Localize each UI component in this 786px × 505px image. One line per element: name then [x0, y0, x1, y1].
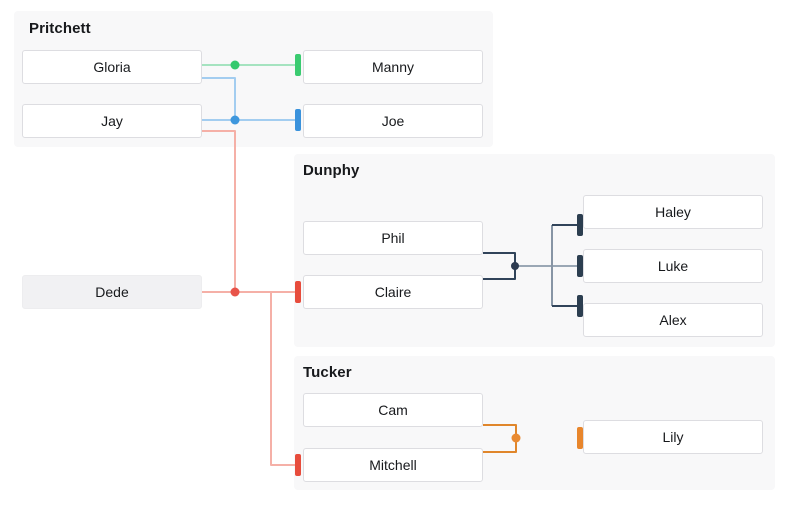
person-label: Cam	[378, 402, 408, 418]
union-dot-jay-dede	[230, 287, 240, 297]
edge-jay-dede-bracket	[202, 130, 236, 292]
person-node-joe[interactable]: Joe	[303, 104, 483, 138]
person-node-cam[interactable]: Cam	[303, 393, 483, 427]
person-label: Lily	[662, 429, 684, 445]
person-label: Mitchell	[369, 457, 417, 473]
person-label: Manny	[371, 59, 415, 75]
family-group-title: Pritchett	[29, 20, 91, 37]
family-group-title: Dunphy	[303, 162, 360, 179]
person-label: Claire	[374, 284, 412, 300]
family-group-title: Tucker	[303, 364, 352, 381]
person-node-alex[interactable]: Alex	[583, 303, 763, 337]
person-label: Jay	[101, 113, 123, 129]
person-node-phil[interactable]: Phil	[303, 221, 483, 255]
person-label: Dede	[95, 284, 129, 300]
person-node-gloria[interactable]: Gloria	[22, 50, 202, 84]
person-node-jay[interactable]: Jay	[22, 104, 202, 138]
person-label: Joe	[381, 113, 405, 129]
person-node-claire[interactable]: Claire	[303, 275, 483, 309]
person-label: Luke	[657, 258, 689, 274]
person-node-dede[interactable]: Dede	[22, 275, 202, 309]
person-node-manny[interactable]: Manny	[303, 50, 483, 84]
person-label: Alex	[659, 312, 687, 328]
person-node-haley[interactable]: Haley	[583, 195, 763, 229]
person-label: Gloria	[93, 59, 131, 75]
edge-dede-mitchell	[270, 292, 295, 466]
person-node-lily[interactable]: Lily	[583, 420, 763, 454]
person-node-mitchell[interactable]: Mitchell	[303, 448, 483, 482]
person-label: Phil	[381, 230, 405, 246]
person-node-luke[interactable]: Luke	[583, 249, 763, 283]
person-label: Haley	[655, 204, 691, 220]
